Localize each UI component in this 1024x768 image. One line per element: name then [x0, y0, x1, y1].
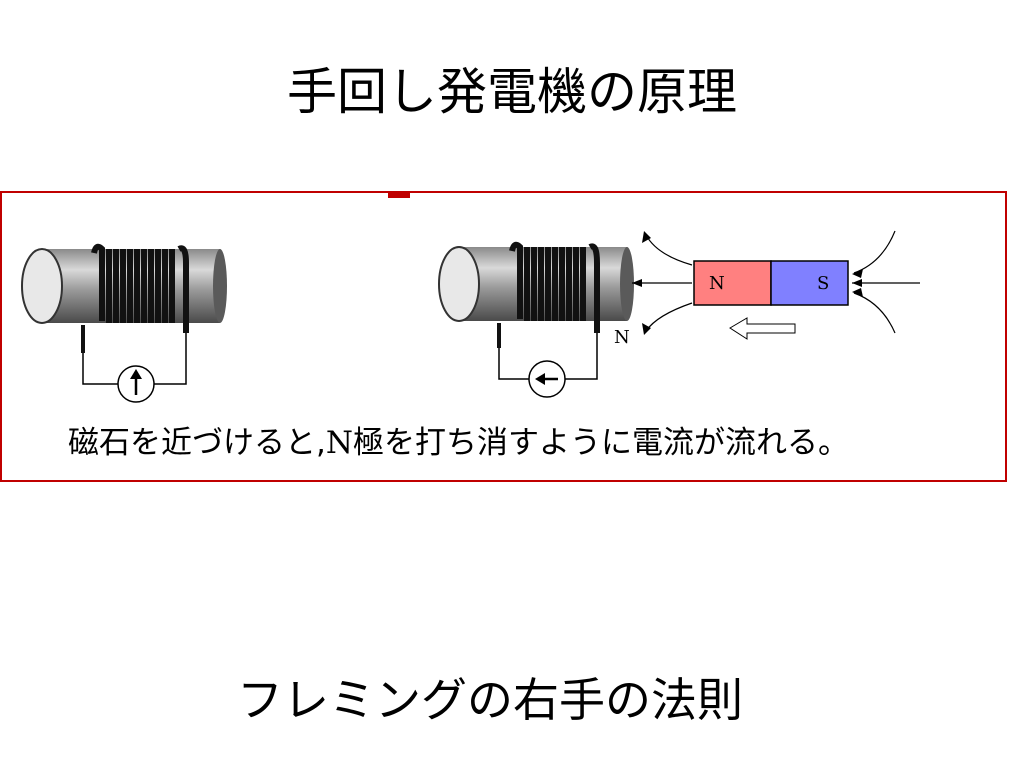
right-coil-winding — [509, 241, 600, 333]
bar-magnet: N S — [693, 260, 849, 306]
electromagnetic-induction-figure: N N S 磁石を近づけると,N極を打ち消 — [0, 191, 1007, 482]
left-core-end — [21, 248, 63, 324]
magnet-north-pole — [693, 260, 772, 306]
magnet-north-label: N — [709, 273, 725, 294]
right-needle-left-icon — [535, 373, 545, 385]
magnet-south-pole — [770, 260, 849, 306]
field-arrowheads — [632, 231, 863, 335]
caption-text-before: 磁石を近づけると, — [68, 425, 326, 461]
magnet-south-label: S — [817, 273, 829, 294]
left-needle-up-icon — [130, 369, 142, 379]
left-coil-winding — [91, 243, 189, 333]
right-circuit-wire — [498, 348, 529, 380]
left-circuit-wire — [82, 353, 118, 385]
slide-subtitle: フレミングの右手の法則 — [237, 673, 743, 727]
clipped-mark — [388, 193, 410, 198]
right-core-end — [438, 246, 480, 322]
caption-text-after: 極を打ち消すように電流が流れる。 — [352, 425, 849, 461]
induction-diagram: N N S — [21, 193, 920, 403]
left-coil-assembly — [21, 243, 227, 403]
coil-pole-label: N — [614, 327, 630, 348]
right-coil-assembly: N — [438, 241, 634, 398]
figure-caption: 磁石を近づけると,N極を打ち消すように電流が流れる。 — [68, 421, 998, 465]
magnet-motion-arrow-icon — [729, 317, 796, 340]
caption-pole: N — [325, 425, 353, 461]
slide-title: 手回し発電機の原理 — [287, 63, 737, 121]
